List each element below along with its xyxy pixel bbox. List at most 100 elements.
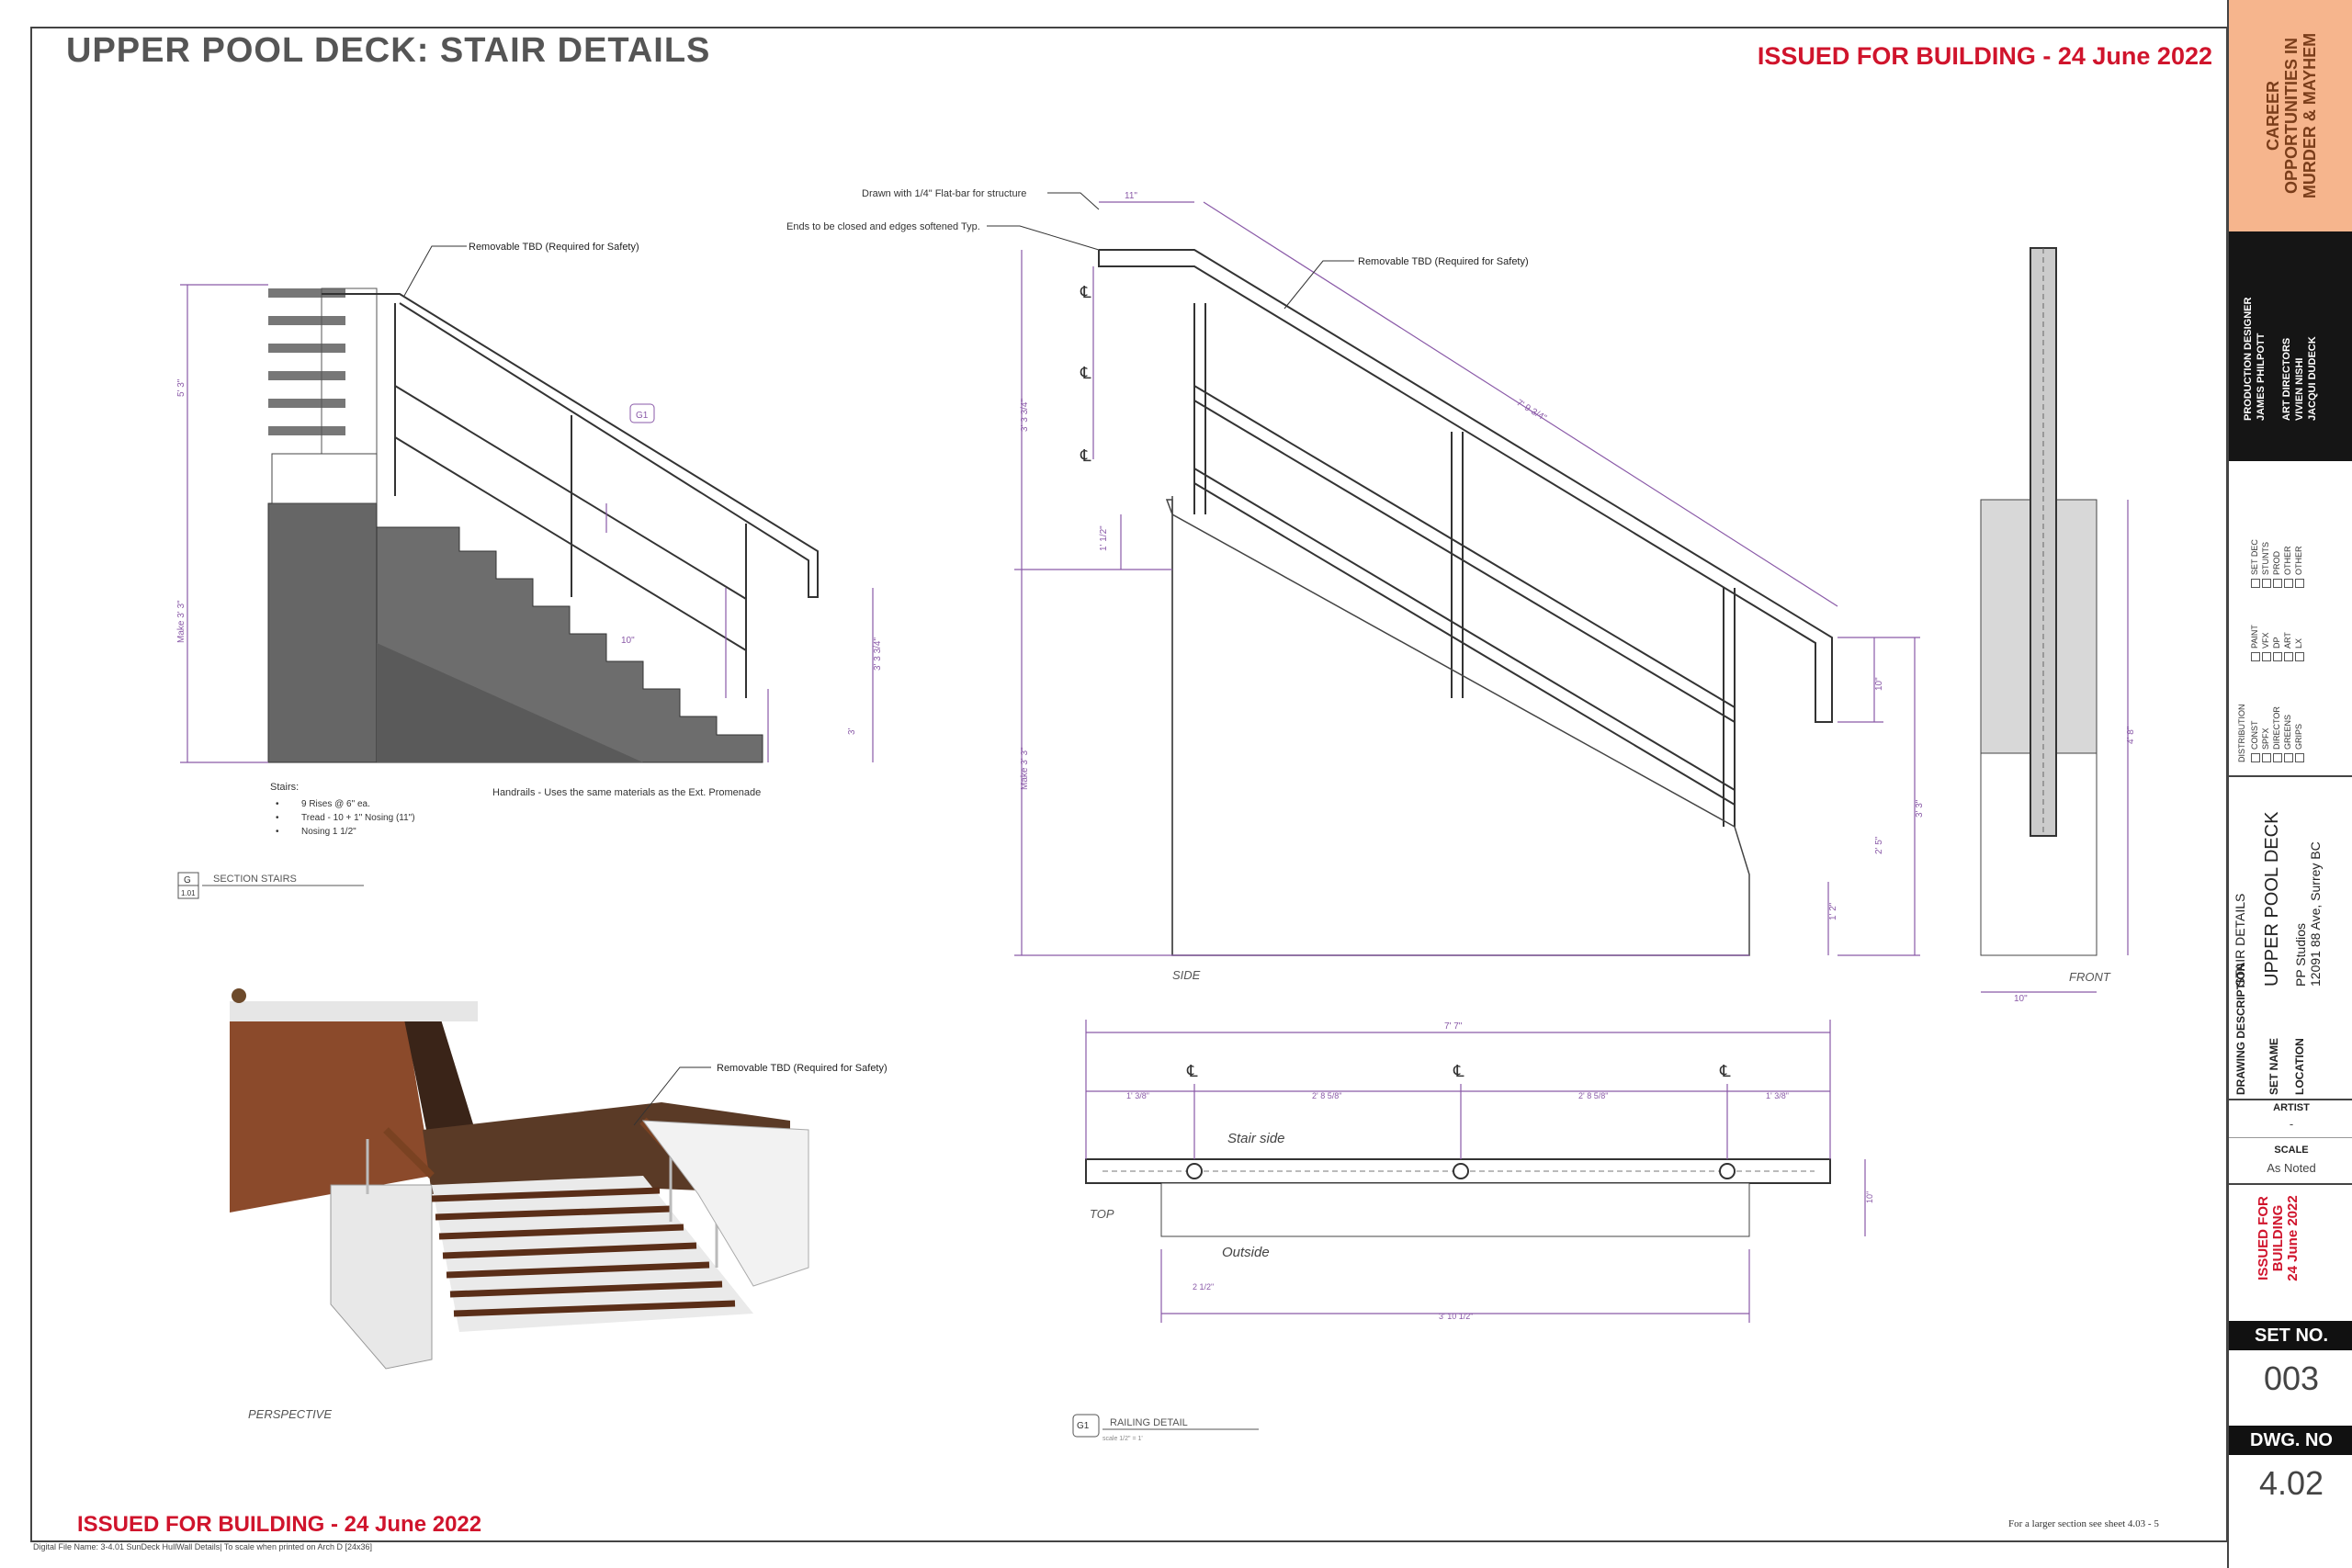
production-logo: CAREER OPPORTUNITIES IN MURDER & MAYHEM [2229, 0, 2352, 231]
section-reference-note: For a larger section see sheet 4.03 - 5 [2008, 1518, 2159, 1529]
issued-stamp-bottom: ISSUED FOR BUILDING - 24 June 2022 [77, 1512, 482, 1537]
checkbox[interactable] [2294, 579, 2304, 588]
dim-label: 7' 7" [1444, 1021, 1463, 1032]
dim-label: 2' 8 5/8" [1312, 1091, 1341, 1100]
drawing-description: STAIR DETAILS [2233, 893, 2247, 987]
dim-label: 1' 1/2" [1099, 525, 1109, 551]
view-label-railing: RAILING DETAIL [1110, 1417, 1188, 1428]
front-view: 10" 4' 8" FRONT [1980, 247, 2136, 1004]
dist-item: SPFX [2261, 728, 2270, 750]
dist-item: GRIPS [2294, 723, 2303, 750]
credit-name: JAMES PHILPOTT [2256, 333, 2267, 421]
svg-text:•: • [276, 799, 279, 809]
callout-flatbar: Drawn with 1/4" Flat-bar for structure [862, 188, 1026, 199]
dim-label: 10" [1874, 677, 1884, 691]
stairs-note: Tread - 10 + 1" Nosing (11") [301, 813, 415, 823]
checkbox[interactable] [2283, 579, 2293, 588]
view-tag: G1 [1077, 1421, 1090, 1431]
dist-item: DP [2272, 637, 2281, 649]
dist-item: DIRECTOR [2272, 706, 2281, 750]
view-tag: G [184, 875, 191, 886]
title-block: CAREER OPPORTUNITIES IN MURDER & MAYHEM … [2227, 0, 2352, 1568]
outside-label: Outside [1222, 1245, 1270, 1260]
dim-label: 3' 3" [1915, 799, 1925, 818]
centerline-mark: ℄ [1080, 446, 1091, 465]
top-view-label: TOP [1090, 1207, 1114, 1221]
dim-label: 11" [1125, 191, 1137, 201]
scale-value: As Noted [2267, 1161, 2316, 1175]
callout-ends: Ends to be closed and edges softened Typ… [786, 221, 980, 232]
checkbox[interactable] [2261, 753, 2271, 762]
logo-line: MURDER & MAYHEM [2301, 32, 2319, 199]
centerline-mark: ℄ [1080, 283, 1091, 301]
dist-item: OTHER [2283, 546, 2292, 576]
dim-label: 3' 3 3/4" [1020, 399, 1030, 432]
dist-item: LX [2294, 637, 2303, 649]
dim-label: 1' 2" [1828, 902, 1838, 920]
checkbox[interactable] [2250, 652, 2260, 661]
view-label-section: SECTION STAIRS [213, 874, 297, 885]
perspective-render: Removable TBD (Required for Safety) PERS… [230, 988, 888, 1421]
checkbox[interactable] [2283, 652, 2293, 661]
checkbox[interactable] [2294, 753, 2304, 762]
callout-removable-side: Removable TBD (Required for Safety) [1358, 256, 1529, 267]
stairs-note: 9 Rises @ 6" ea. [301, 799, 370, 809]
location-label: LOCATION [2293, 1038, 2306, 1095]
artist-label: ARTIST [2273, 1102, 2310, 1113]
dist-item: ART [2283, 632, 2292, 649]
dim-label: 7' 9 3/4" [1514, 398, 1548, 423]
dim-label: 1' 3/8" [1766, 1091, 1789, 1100]
svg-text:•: • [276, 827, 279, 837]
dwg-no-value: 4.02 [2258, 1464, 2324, 1502]
drawing-info-panel: DRAWING DESCRIPTION STAIR DETAILS SET NA… [2229, 775, 2352, 1100]
dim-label: 2' 5" [1874, 836, 1884, 854]
checkbox[interactable] [2272, 753, 2282, 762]
dist-item: SET DEC [2250, 539, 2259, 575]
logo-line: CAREER [2264, 81, 2282, 152]
checkbox[interactable] [2250, 579, 2260, 588]
checkbox[interactable] [2261, 652, 2271, 661]
checkbox[interactable] [2272, 579, 2282, 588]
checkbox[interactable] [2272, 652, 2282, 661]
section-stairs-view: 5' 3" Make 3' 3" 3' 3 3/4" 10" 3' Remova… [176, 242, 883, 899]
dim-label: Make 3' 3" [1020, 747, 1030, 790]
distribution-heading: DISTRIBUTION [2237, 704, 2246, 762]
checkbox[interactable] [2250, 753, 2260, 762]
issued-stamp-titleblock: ISSUED FOR BUILDING 24 June 2022 [2256, 1183, 2301, 1293]
callout-removable-perspective: Removable TBD (Required for Safety) [717, 1063, 888, 1074]
distribution-panel: DISTRIBUTION CONST SPFX DIRECTOR GREENS … [2229, 478, 2352, 772]
set-name: UPPER POOL DECK [2262, 811, 2282, 987]
dist-item: STUNTS [2261, 542, 2270, 575]
artist-value: - [2289, 1117, 2294, 1131]
front-view-label: FRONT [2069, 970, 2111, 984]
dim-label: 10" [2014, 994, 2028, 1004]
issued-line: ISSUED FOR [2256, 1196, 2271, 1280]
side-view-label: SIDE [1172, 968, 1201, 982]
side-view: ℄ ℄ ℄ 11" 7' 9 3/4" 3' 3 3/4" 1' 1/2" Ma… [786, 188, 1925, 982]
checkbox[interactable] [2283, 753, 2293, 762]
credits-panel: PRODUCTION DESIGNER JAMES PHILPOTT ART D… [2229, 231, 2352, 461]
handrail-note: Handrails - Uses the same materials as t… [492, 787, 761, 798]
dim-label: 2 1/2" [1193, 1282, 1214, 1292]
issued-line: BUILDING [2270, 1204, 2286, 1272]
set-name-label: SET NAME [2267, 1037, 2280, 1095]
dim-label: 1' 3/8" [1126, 1091, 1149, 1100]
dim-label: 5' 3" [176, 378, 187, 397]
set-no-value: 003 [2263, 1359, 2320, 1397]
svg-text:•: • [276, 813, 279, 823]
logo-line: OPPORTUNITIES IN [2282, 38, 2301, 195]
stair-side-label: Stair side [1227, 1131, 1285, 1146]
checkbox[interactable] [2294, 652, 2304, 661]
digital-file-name: Digital File Name: 3-4.01 SunDeck HullWa… [33, 1542, 373, 1551]
checkbox[interactable] [2261, 579, 2271, 588]
detail-tag-g1: G1 [636, 411, 649, 421]
issued-stamp-top: ISSUED FOR BUILDING - 24 June 2022 [1757, 42, 2212, 70]
top-view: 7' 7" 1' 3/8" 2' 8 5/8" 2' 8 5/8" 1' 3/8… [1072, 1020, 1874, 1442]
perspective-label: PERSPECTIVE [248, 1407, 332, 1421]
set-no-label: SET NO. [2229, 1321, 2352, 1350]
dim-label: 4' 8" [2126, 726, 2136, 744]
dim-label: 3' [847, 728, 857, 735]
stairs-note: Nosing 1 1/2" [301, 827, 356, 837]
